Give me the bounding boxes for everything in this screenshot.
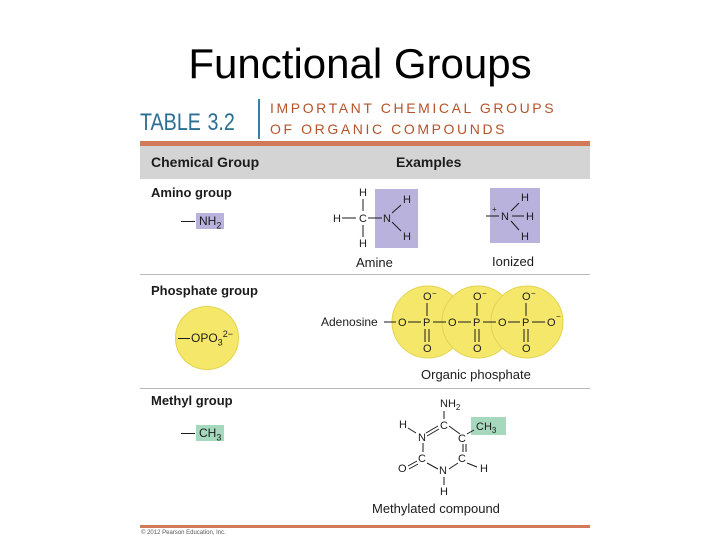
atom-p: P — [522, 317, 529, 329]
adenosine-label: Adenosine — [321, 315, 378, 329]
row-divider — [140, 388, 590, 389]
methyl-formula: CH3 — [181, 425, 225, 443]
atom-c: C — [458, 453, 466, 465]
ionized-atom-h: H — [521, 231, 529, 243]
atom-h: H — [399, 419, 407, 431]
atom-o: O — [398, 317, 407, 329]
header-band — [140, 146, 590, 179]
column-header-examples: Examples — [396, 154, 462, 170]
slide-title: Functional Groups — [188, 40, 532, 87]
bond-dash — [178, 338, 190, 340]
amino-formula-sub: 2 — [216, 220, 222, 231]
atom-n: N — [418, 432, 426, 444]
phosphate-formula-main: OPO — [191, 331, 218, 345]
ionized-caption: Ionized — [492, 254, 534, 269]
minus-charge: − — [556, 312, 561, 321]
row-name-amino: Amino group — [151, 185, 232, 200]
minus-charge: − — [432, 289, 437, 298]
table-caption-line1: IMPORTANT CHEMICAL GROUPS — [270, 100, 557, 116]
atom-o: O — [498, 317, 507, 329]
minus-charge: − — [482, 289, 487, 298]
ionized-atom-n: N — [501, 211, 509, 223]
amine-atom-h: H — [403, 194, 411, 206]
table-number: 3.2 — [207, 109, 235, 136]
copyright: © 2012 Pearson Education, Inc. — [141, 530, 226, 536]
amine-atom-h: H — [359, 187, 367, 199]
amine-highlight — [375, 189, 418, 248]
amino-formula-main: NH — [199, 214, 217, 228]
atom-p: P — [473, 317, 480, 329]
amino-formula: NH2 — [181, 213, 225, 231]
ionized-atom-h: H — [521, 192, 529, 204]
amine-atom-n: N — [383, 213, 391, 225]
atom-o: O — [423, 291, 432, 303]
atom-p: P — [423, 317, 430, 329]
column-header-chemical-group: Chemical Group — [151, 154, 260, 170]
title-divider — [258, 99, 260, 139]
amine-caption: Amine — [356, 255, 393, 270]
amine-atom-h: H — [403, 231, 411, 243]
atom-c: C — [418, 453, 426, 465]
atom-o: O — [522, 291, 531, 303]
atom-o: O — [423, 343, 432, 355]
bond-dash — [181, 221, 195, 223]
methyl-formula-box: CH3 — [196, 425, 225, 443]
table-caption-line2: OF ORGANIC COMPOUNDS — [270, 121, 508, 137]
phosphate-circle — [175, 306, 239, 370]
ionized-structure: + N H H H — [486, 188, 540, 243]
methylated-structure: NH2 C CH3 H N C C C O N H H — [398, 398, 506, 498]
row-name-methyl: Methyl group — [151, 393, 233, 408]
ionized-atom-h: H — [526, 211, 534, 223]
organic-phosphate-structure: Adenosine O P O − O O P O − O O P O − O … — [321, 285, 564, 359]
bond-dash — [181, 433, 195, 435]
amine-structure: H H C N H H H — [333, 187, 418, 250]
phosphate-formula-sup: 2− — [222, 329, 233, 339]
atom-h: H — [480, 463, 488, 475]
phosphate-formula: OPO32− — [178, 329, 233, 347]
atom-o: O — [522, 343, 531, 355]
methyl-formula-main: CH — [199, 426, 217, 440]
minus-charge: − — [531, 289, 536, 298]
top-rule — [140, 141, 590, 146]
atom-o: O — [448, 317, 457, 329]
methylated-caption: Methylated compound — [372, 501, 500, 516]
atom-o: O — [473, 343, 482, 355]
organic-phosphate-caption: Organic phosphate — [421, 367, 531, 382]
row-name-phosphate: Phosphate group — [151, 283, 258, 298]
atom-o: O — [473, 291, 482, 303]
amino-formula-box: NH2 — [196, 213, 225, 231]
atom-o: O — [398, 463, 407, 475]
atom-o: O — [547, 317, 556, 329]
table-caption: IMPORTANT CHEMICAL GROUPS OF ORGANIC COM… — [270, 98, 556, 140]
atom-c: C — [458, 433, 466, 445]
row-divider — [140, 274, 590, 275]
atom-n: N — [439, 465, 447, 477]
atom-ch3: CH3 — [476, 421, 497, 435]
atom-c: C — [440, 420, 448, 432]
phosphate-formula-sub: 3 — [217, 337, 223, 348]
table-label-word: TABLE — [140, 109, 201, 136]
amine-atom-h: H — [359, 238, 367, 250]
methyl-highlight — [471, 417, 506, 435]
atom-h: H — [440, 486, 448, 498]
ionized-charge: + — [492, 205, 497, 214]
amine-atom-c: C — [359, 213, 367, 225]
methyl-formula-sub: 3 — [216, 432, 222, 443]
atom-nh2: NH2 — [440, 398, 461, 412]
amine-atom-h: H — [333, 213, 341, 225]
bottom-rule — [140, 525, 590, 528]
